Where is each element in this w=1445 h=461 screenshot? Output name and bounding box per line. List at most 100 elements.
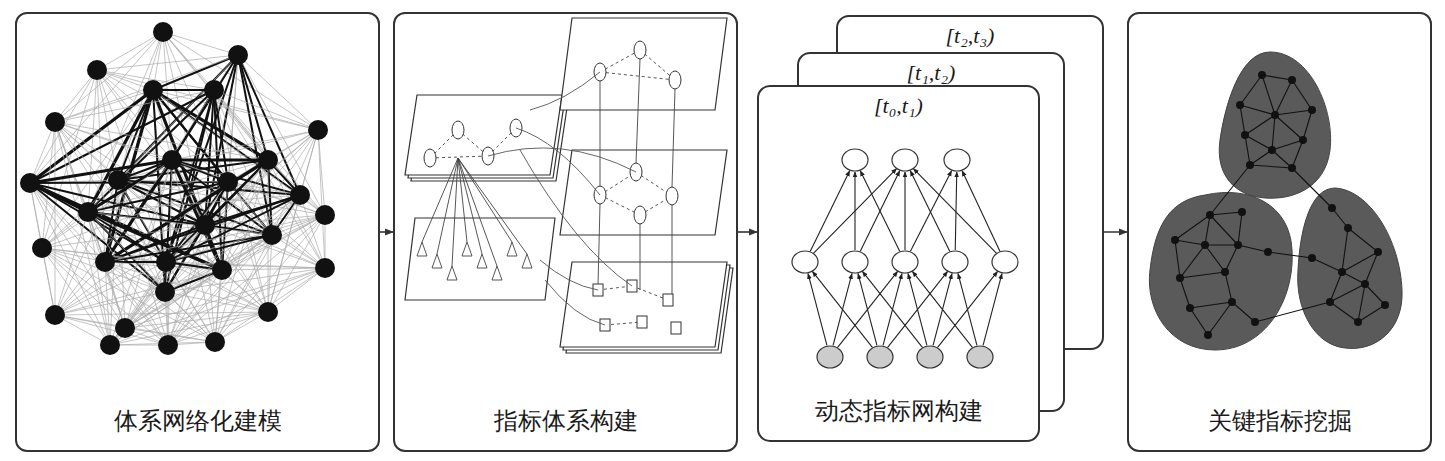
community-link [1225, 245, 1238, 272]
community-vertex [1344, 224, 1352, 232]
network-link [228, 130, 318, 182]
network-link [215, 215, 325, 342]
frame-outline [758, 86, 1039, 441]
community-link [1190, 302, 1232, 308]
community-vertex [1271, 111, 1279, 119]
network-link [42, 160, 172, 248]
community-link [1358, 305, 1385, 322]
step-label: 指标体系构建 [490, 407, 642, 436]
layer-link [672, 89, 675, 187]
community-link [1232, 302, 1255, 322]
network-link [55, 122, 172, 160]
network-arrow [913, 169, 996, 254]
network-link [105, 195, 300, 262]
index-node [669, 71, 681, 89]
community-link [1210, 215, 1238, 245]
index-neuron [842, 251, 868, 273]
community-blob [1298, 188, 1402, 348]
network-link [55, 292, 165, 315]
index-neuron [842, 149, 868, 171]
network-vertex [258, 150, 278, 170]
network-link [55, 90, 214, 122]
network-vertex [290, 185, 310, 205]
network-link [168, 235, 272, 345]
community-link [1240, 105, 1275, 115]
network-vertex [308, 120, 328, 140]
time-window-label: [t₂,t₃) [946, 23, 995, 49]
process-panel: 体系网络化建模 [15, 12, 380, 452]
network-arrow [810, 171, 849, 251]
community-link [1365, 284, 1385, 305]
network-link [228, 182, 268, 312]
layer-link [462, 242, 467, 256]
layer-link [512, 242, 517, 256]
community-link [1245, 135, 1272, 150]
network-link [318, 130, 325, 215]
community-link [1268, 252, 1312, 258]
community-link [1225, 272, 1232, 302]
network-vertex [156, 252, 176, 272]
network-arrow [904, 172, 905, 250]
network-vertex [153, 22, 173, 42]
index-layer-plane [560, 150, 727, 235]
community-link [1238, 212, 1242, 245]
index-neuron [942, 251, 968, 273]
community-vertex [1201, 241, 1209, 249]
network-vertex [115, 318, 135, 338]
network-vertex [258, 302, 278, 322]
network-arrow [860, 171, 899, 251]
community-link [1262, 75, 1292, 80]
layer-link [417, 256, 427, 257]
network-link [42, 248, 125, 328]
layer-link [605, 322, 642, 325]
network-link [42, 70, 97, 248]
network-vertex [100, 335, 120, 355]
community-blob [1219, 52, 1330, 198]
layer-link [540, 260, 598, 290]
network-link [105, 262, 268, 312]
community-link [1358, 284, 1365, 322]
community-vertex [1308, 106, 1316, 114]
time-window-label: [t₁,t₂) [907, 60, 956, 86]
layer-link [477, 254, 482, 268]
community-link [1240, 75, 1262, 105]
network-vertex [155, 282, 175, 302]
network-link [110, 292, 165, 345]
community-vertex [1171, 236, 1179, 244]
network-link [125, 215, 325, 328]
community-vertex [1308, 254, 1316, 262]
network-arrow [908, 274, 927, 346]
community-link [1245, 115, 1275, 135]
community-vertex [1186, 304, 1194, 312]
index-node [634, 41, 646, 59]
network-vertex [218, 172, 238, 192]
index-neuron [892, 149, 918, 171]
layer-link [462, 256, 472, 257]
network-link [268, 268, 325, 312]
network-arrow [912, 271, 972, 347]
network-link [55, 122, 268, 160]
community-link [1190, 308, 1208, 335]
network-link [172, 158, 268, 161]
network-vertex [205, 332, 225, 352]
network-link [88, 195, 300, 212]
process-panel: 指标体系构建 [393, 12, 738, 452]
flow-arrow [738, 231, 757, 233]
step-label: 关键指标挖掘 [1204, 407, 1356, 436]
layer-link [672, 205, 673, 298]
network-arrow [854, 172, 855, 250]
network-link [55, 262, 105, 315]
network-link [105, 215, 325, 262]
community-link [1245, 135, 1250, 165]
layer-link [422, 158, 458, 242]
index-neuron [792, 251, 818, 273]
community-vertex [1288, 76, 1296, 84]
index-layer-plane [560, 18, 727, 110]
network-link [97, 70, 205, 225]
network-link [105, 160, 268, 262]
layer-link [636, 59, 640, 163]
index-leaf [663, 294, 673, 306]
network-vertex [262, 225, 282, 245]
network-link [55, 312, 268, 315]
